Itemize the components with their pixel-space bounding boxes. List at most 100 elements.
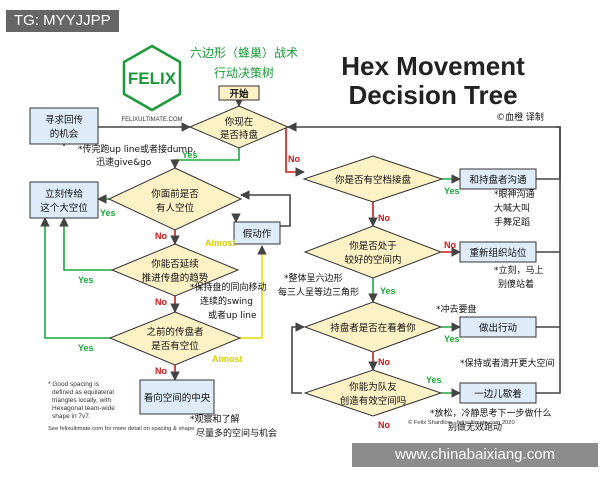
svg-text:的机会: 的机会 <box>50 128 79 140</box>
svg-text:*眼神沟通: *眼神沟通 <box>494 188 535 200</box>
svg-text:*保持盘的同向移动: *保持盘的同向移动 <box>190 281 267 293</box>
svg-text:推进传盘的趋势: 推进传盘的趋势 <box>142 272 209 284</box>
note-hold: *传完跑up line或者接dump, 迅速give&go <box>78 143 196 168</box>
logo-caption: FELIXULTIMATE.COM <box>121 117 182 123</box>
label-yes-good: Yes <box>380 286 396 296</box>
svg-text:是否持盘: 是否持盘 <box>220 129 259 141</box>
node-talk: 和持盘者沟通 <box>459 168 537 190</box>
felix-logo: FELIX FELIXULTIMATE.COM <box>121 44 183 123</box>
decision-space-front: 你面前是否 有人空位 <box>107 167 243 231</box>
node-look-space: 看向空间的中央 <box>139 379 215 415</box>
decision-look-you: 持盘者是否在看着你 <box>303 301 443 353</box>
svg-text:寻求回传: 寻求回传 <box>45 114 84 126</box>
svg-text:或者up line: 或者up line <box>208 309 257 321</box>
note-hex: *整体呈六边形 每三人呈等边三角形 <box>278 272 359 298</box>
svg-text:创造有效空间吗: 创造有效空间吗 <box>340 395 407 407</box>
title-line-2: Decision Tree <box>348 80 517 110</box>
svg-text:*传完跑up line或者接dump,: *传完跑up line或者接dump, <box>78 143 196 155</box>
label-no-space: No <box>155 231 167 241</box>
svg-text:每三人呈等边三角形: 每三人呈等边三角形 <box>278 286 359 298</box>
label-no-open: No <box>378 213 390 223</box>
note-observe: *观察和了解 尽量多的空间与机会 <box>190 413 277 439</box>
label-no-team: No <box>378 420 390 430</box>
node-aside: 一边儿歇着 <box>459 382 537 404</box>
svg-text:defined as equilateral: defined as equilateral <box>52 389 114 396</box>
decision-team-space: 你能为队友 创造有效空间吗 <box>303 369 443 417</box>
note-cut: *冲去要盘 <box>436 303 477 315</box>
node-pass-space: 立刻传给 这个大空位 <box>29 181 99 219</box>
svg-text:之前的传盘者: 之前的传盘者 <box>146 326 203 338</box>
svg-text:做出行动: 做出行动 <box>479 322 517 334</box>
svg-text:这个大空位: 这个大空位 <box>40 202 88 214</box>
label-no-prev: No <box>155 366 167 376</box>
svg-text:大喊大叫: 大喊大叫 <box>494 202 530 214</box>
decision-prev-space: 之前的传盘者 是否有空位 <box>108 311 242 366</box>
label-almost-space: Almost <box>205 238 236 248</box>
note-swing: *保持盘的同向移动 连续的swing 或者up line <box>190 281 267 321</box>
svg-text:假动作: 假动作 <box>243 228 272 240</box>
svg-text:别做无效跑动: 别做无效跑动 <box>448 421 502 433</box>
decision-open-space: 你是否有空档接盘 <box>302 155 444 203</box>
watermark-top: TG: MYYJJPP <box>6 10 119 32</box>
node-seek-pass: 寻求回传 的机会 <box>29 107 99 145</box>
label-no-holding: No <box>288 154 300 164</box>
svg-text:你是否有空档接盘: 你是否有空档接盘 <box>335 174 412 186</box>
label-yes-team: Yes <box>426 375 442 385</box>
svg-text:shape in 7v7.: shape in 7v7. <box>52 413 91 420</box>
svg-text:*整体呈六边形: *整体呈六边形 <box>284 272 343 284</box>
footer-credit: © Felix Shardlow - felixultimate.com 202… <box>408 419 515 426</box>
cn-title-2: 行动决策树 <box>214 65 274 80</box>
svg-text:你能否延续: 你能否延续 <box>151 258 199 270</box>
decision-good-pos: 你是否处于 较好的空间内 <box>303 225 443 279</box>
decision-extend: 你能否延续 推进传盘的趋势 <box>110 243 240 297</box>
title-credit: ©血橙 译制 <box>496 111 544 123</box>
svg-text:手舞足蹈: 手舞足蹈 <box>494 216 530 228</box>
node-fake: 假动作 <box>233 221 281 245</box>
svg-text:你是否处于: 你是否处于 <box>349 240 397 252</box>
label-yes-space: Yes <box>100 208 116 218</box>
label-no-look: No <box>378 357 390 367</box>
svg-text:triangles locally, with: triangles locally, with <box>52 397 112 404</box>
svg-text:立刻传给: 立刻传给 <box>45 188 84 200</box>
label-yes-prev: Yes <box>78 343 94 353</box>
label-yes-open: Yes <box>444 186 460 196</box>
note-talk: *眼神沟通 大喊大叫 手舞足蹈 <box>494 188 535 228</box>
svg-text:连续的swing: 连续的swing <box>200 295 253 307</box>
label-no-good: No <box>444 240 456 250</box>
label-yes-extend: Yes <box>78 275 94 285</box>
svg-text:迅速give&go: 迅速give&go <box>96 157 152 168</box>
svg-text:别傻站着: 别傻站着 <box>498 278 534 290</box>
node-start: 开始 <box>218 85 260 101</box>
svg-text:*立刻，马上: *立刻，马上 <box>494 264 544 276</box>
svg-text:你能为队友: 你能为队友 <box>349 381 397 393</box>
svg-text:* Good spacing is: * Good spacing is <box>48 381 100 388</box>
label-no-extend: No <box>155 297 167 307</box>
svg-text:Hexagonal team-wide: Hexagonal team-wide <box>52 405 115 412</box>
svg-text:较好的空间内: 较好的空间内 <box>344 254 401 266</box>
label-yes-look: Yes <box>444 334 460 344</box>
node-cut: 做出行动 <box>459 316 537 338</box>
svg-text:开始: 开始 <box>229 88 249 100</box>
note-see-more: See felixultimate.com for more detail on… <box>48 426 196 432</box>
svg-text:是否有空位: 是否有空位 <box>151 340 199 352</box>
svg-text:*观察和了解: *观察和了解 <box>190 413 240 425</box>
node-reset: 重新组织站位 <box>459 241 537 263</box>
svg-text:看向空间的中央: 看向空间的中央 <box>144 392 211 404</box>
label-yes-holding: Yes <box>182 150 198 160</box>
watermark-bottom: www.chinabaixiang.com <box>352 443 598 467</box>
svg-text:一边儿歇着: 一边儿歇着 <box>474 388 522 400</box>
svg-text:你面前是否: 你面前是否 <box>151 188 199 200</box>
note-reset: *立刻，马上 别傻站着 <box>494 264 544 290</box>
svg-text:重新组织站位: 重新组织站位 <box>469 247 527 259</box>
decision-holding: 你现在 是否持盘 <box>188 105 290 149</box>
title-line-1: Hex Movement <box>341 51 525 81</box>
cn-title-1: 六边形（蜂巢）战术 <box>190 46 298 60</box>
note-relax: *放松，冷静思考下一步做什么 别做无效跑动 <box>430 407 552 433</box>
svg-text:和持盘者沟通: 和持盘者沟通 <box>469 174 527 186</box>
svg-text:持盘者是否在看着你: 持盘者是否在看着你 <box>330 322 416 334</box>
logo-text: FELIX <box>128 69 177 88</box>
note-clear: *保持或者清开更大空间 <box>460 357 555 369</box>
note-spacing: * Good spacing is defined as equilateral… <box>48 381 115 420</box>
svg-text:有人空位: 有人空位 <box>156 202 195 214</box>
